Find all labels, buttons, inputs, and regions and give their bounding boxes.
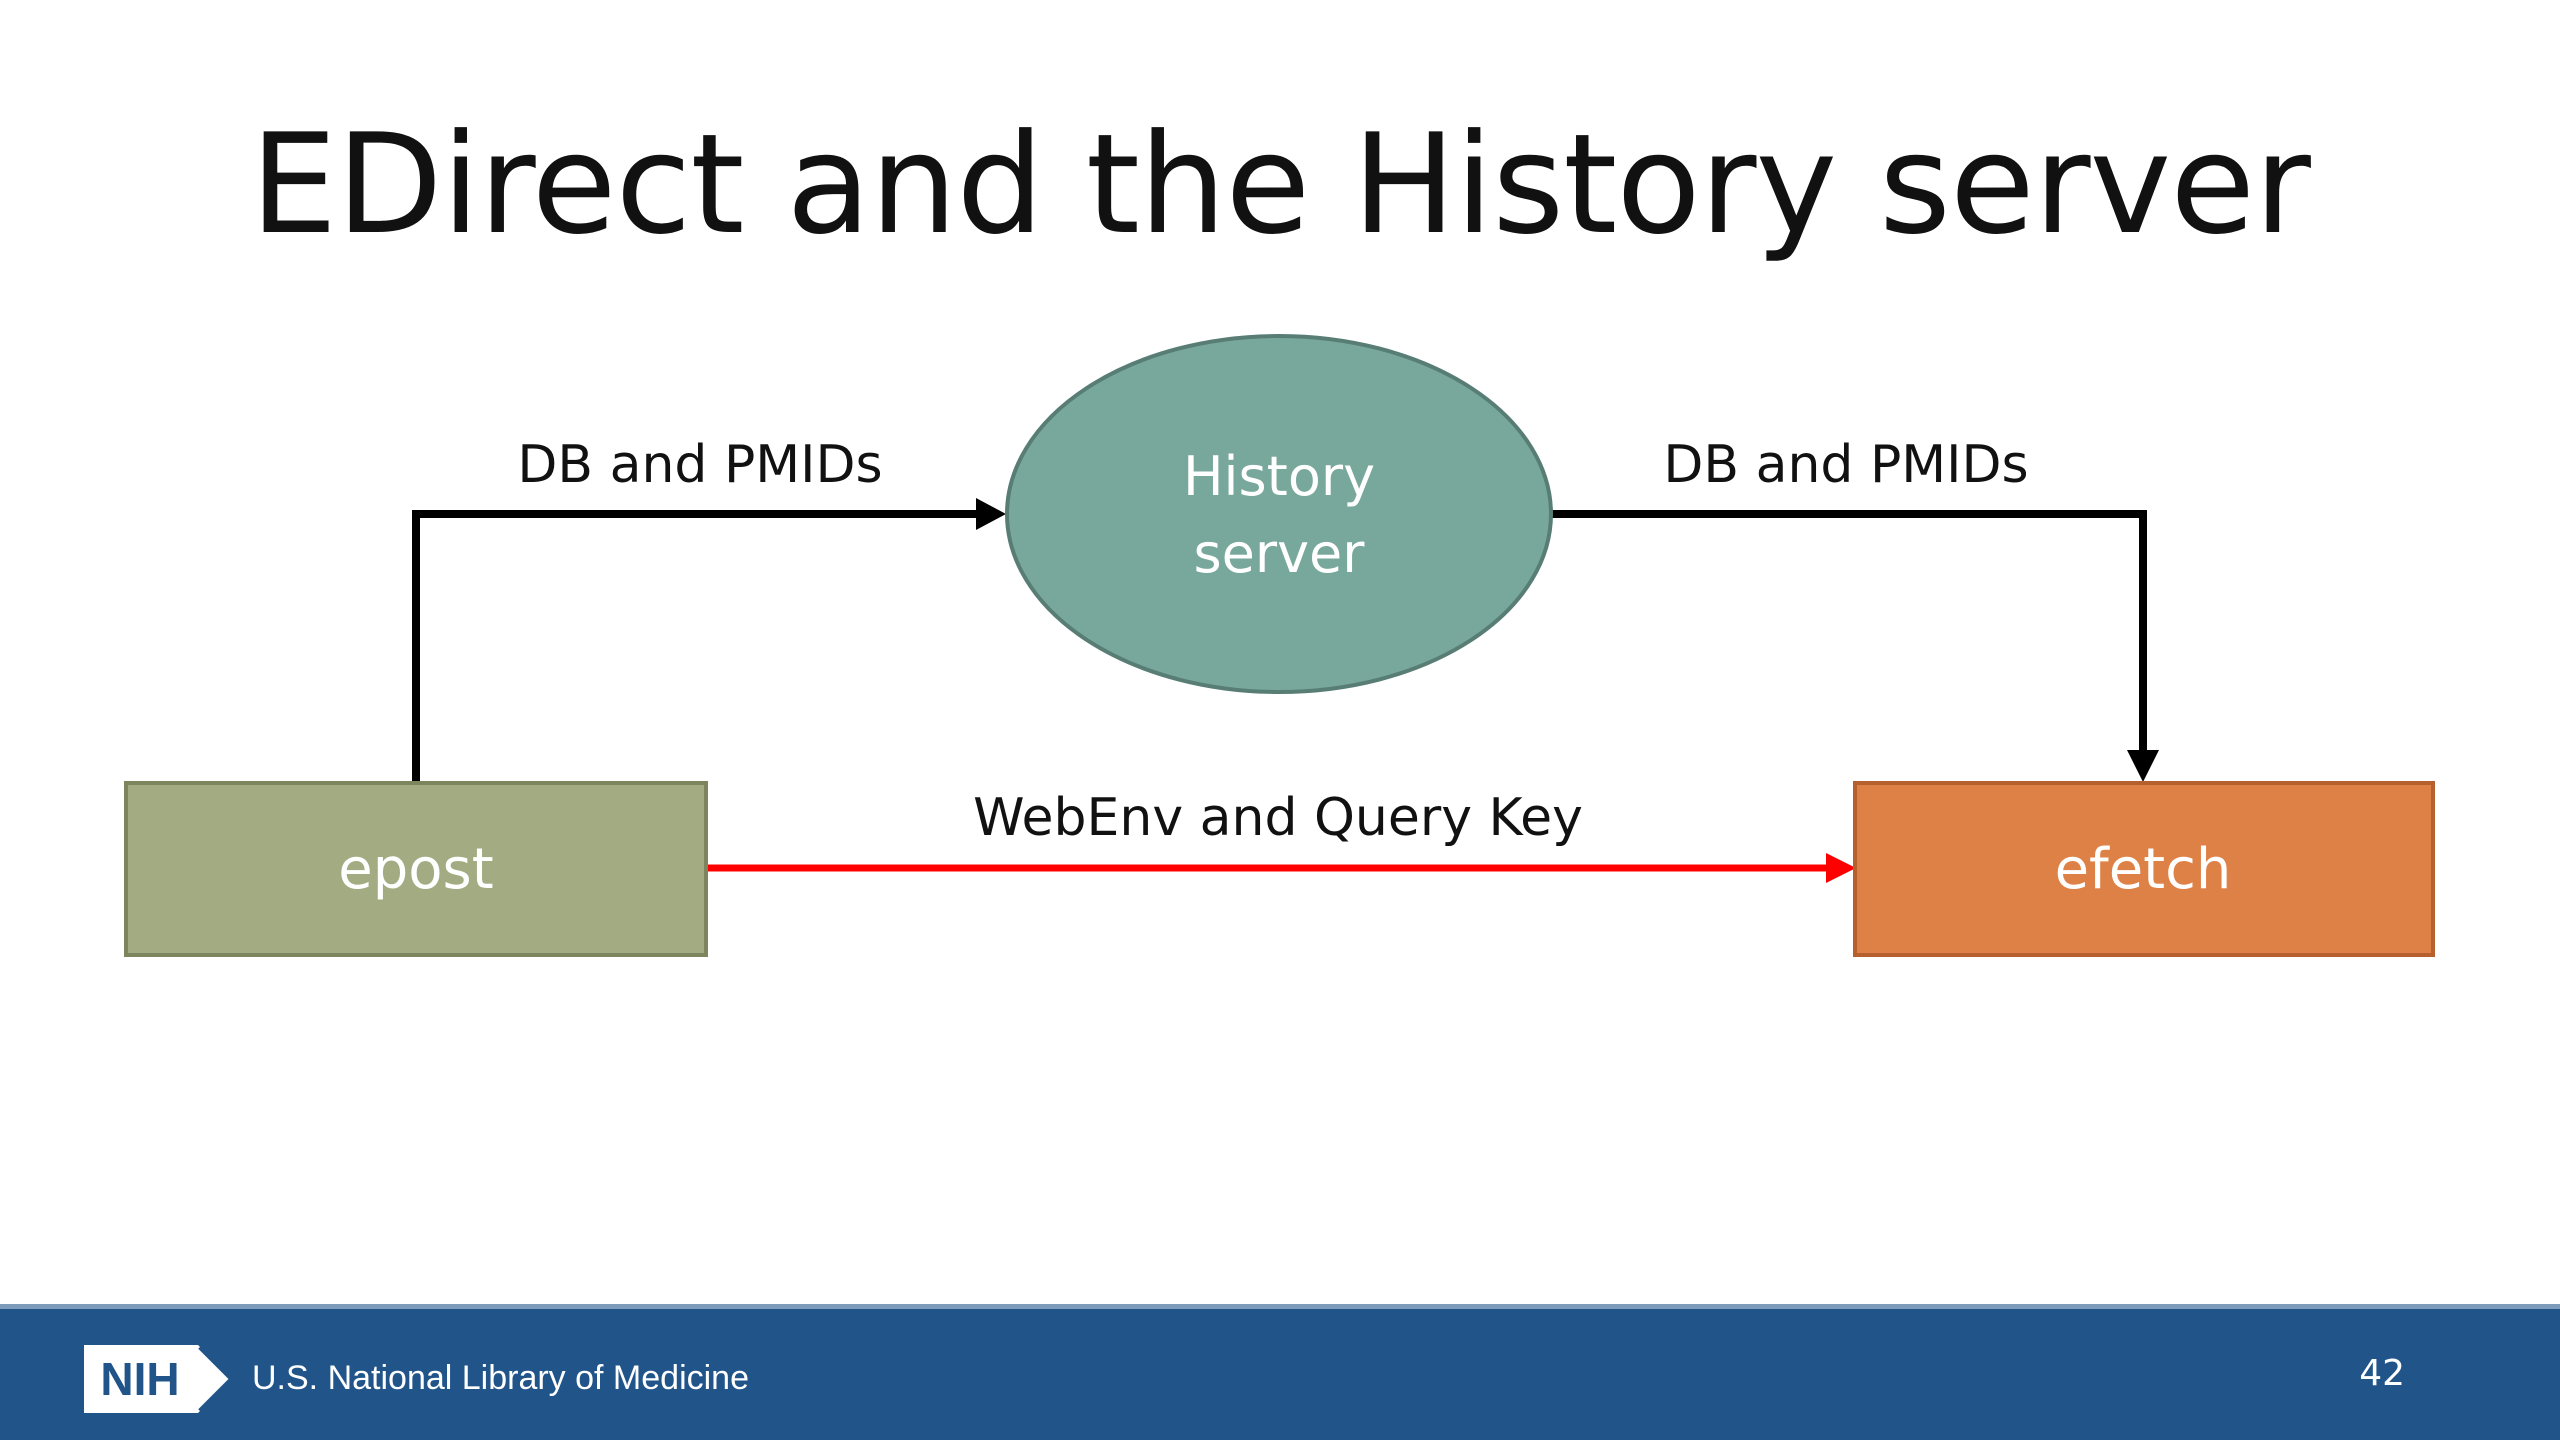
history-server-label-line2: server	[1194, 522, 1366, 585]
flow-diagram: DB and PMIDs DB and PMIDs WebEnv and Que…	[124, 334, 2435, 957]
edge-history-to-efetch: DB and PMIDs	[1552, 435, 2159, 782]
epost-box	[124, 781, 708, 957]
slide-title: EDirect and the History server	[250, 104, 2311, 265]
efetch-label: efetch	[2055, 837, 2232, 902]
nih-logo-icon: NIH	[84, 1345, 236, 1413]
nih-logo-text: NIH	[100, 1353, 179, 1405]
efetch-box	[1853, 781, 2435, 957]
history-server-label-line1: History	[1183, 445, 1375, 508]
edge-epost-to-history: DB and PMIDs	[412, 435, 1006, 782]
history-server-ellipse	[1005, 334, 1553, 694]
epost-label: epost	[338, 837, 493, 902]
page-number: 42	[2359, 1353, 2405, 1394]
node-efetch: efetch	[1853, 781, 2435, 957]
footer-bar: NIH U.S. National Library of Medicine 42	[0, 1304, 2560, 1440]
organization-name: U.S. National Library of Medicine	[252, 1359, 750, 1397]
node-history-server: History server	[1005, 334, 1553, 694]
arrowhead-efetch-icon	[2127, 750, 2159, 782]
edge-epost-to-history-line	[412, 510, 980, 782]
node-epost: epost	[124, 781, 708, 957]
arrowhead-red-icon	[1826, 853, 1856, 883]
edge-history-to-efetch-line	[1552, 510, 2147, 752]
edge-epost-to-efetch: WebEnv and Query Key	[706, 788, 1856, 883]
edge-epost-to-efetch-label: WebEnv and Query Key	[973, 788, 1583, 848]
edge-history-to-efetch-label: DB and PMIDs	[1663, 435, 2028, 495]
edge-epost-to-history-label: DB and PMIDs	[517, 435, 882, 495]
arrowhead-history-icon	[976, 498, 1006, 530]
